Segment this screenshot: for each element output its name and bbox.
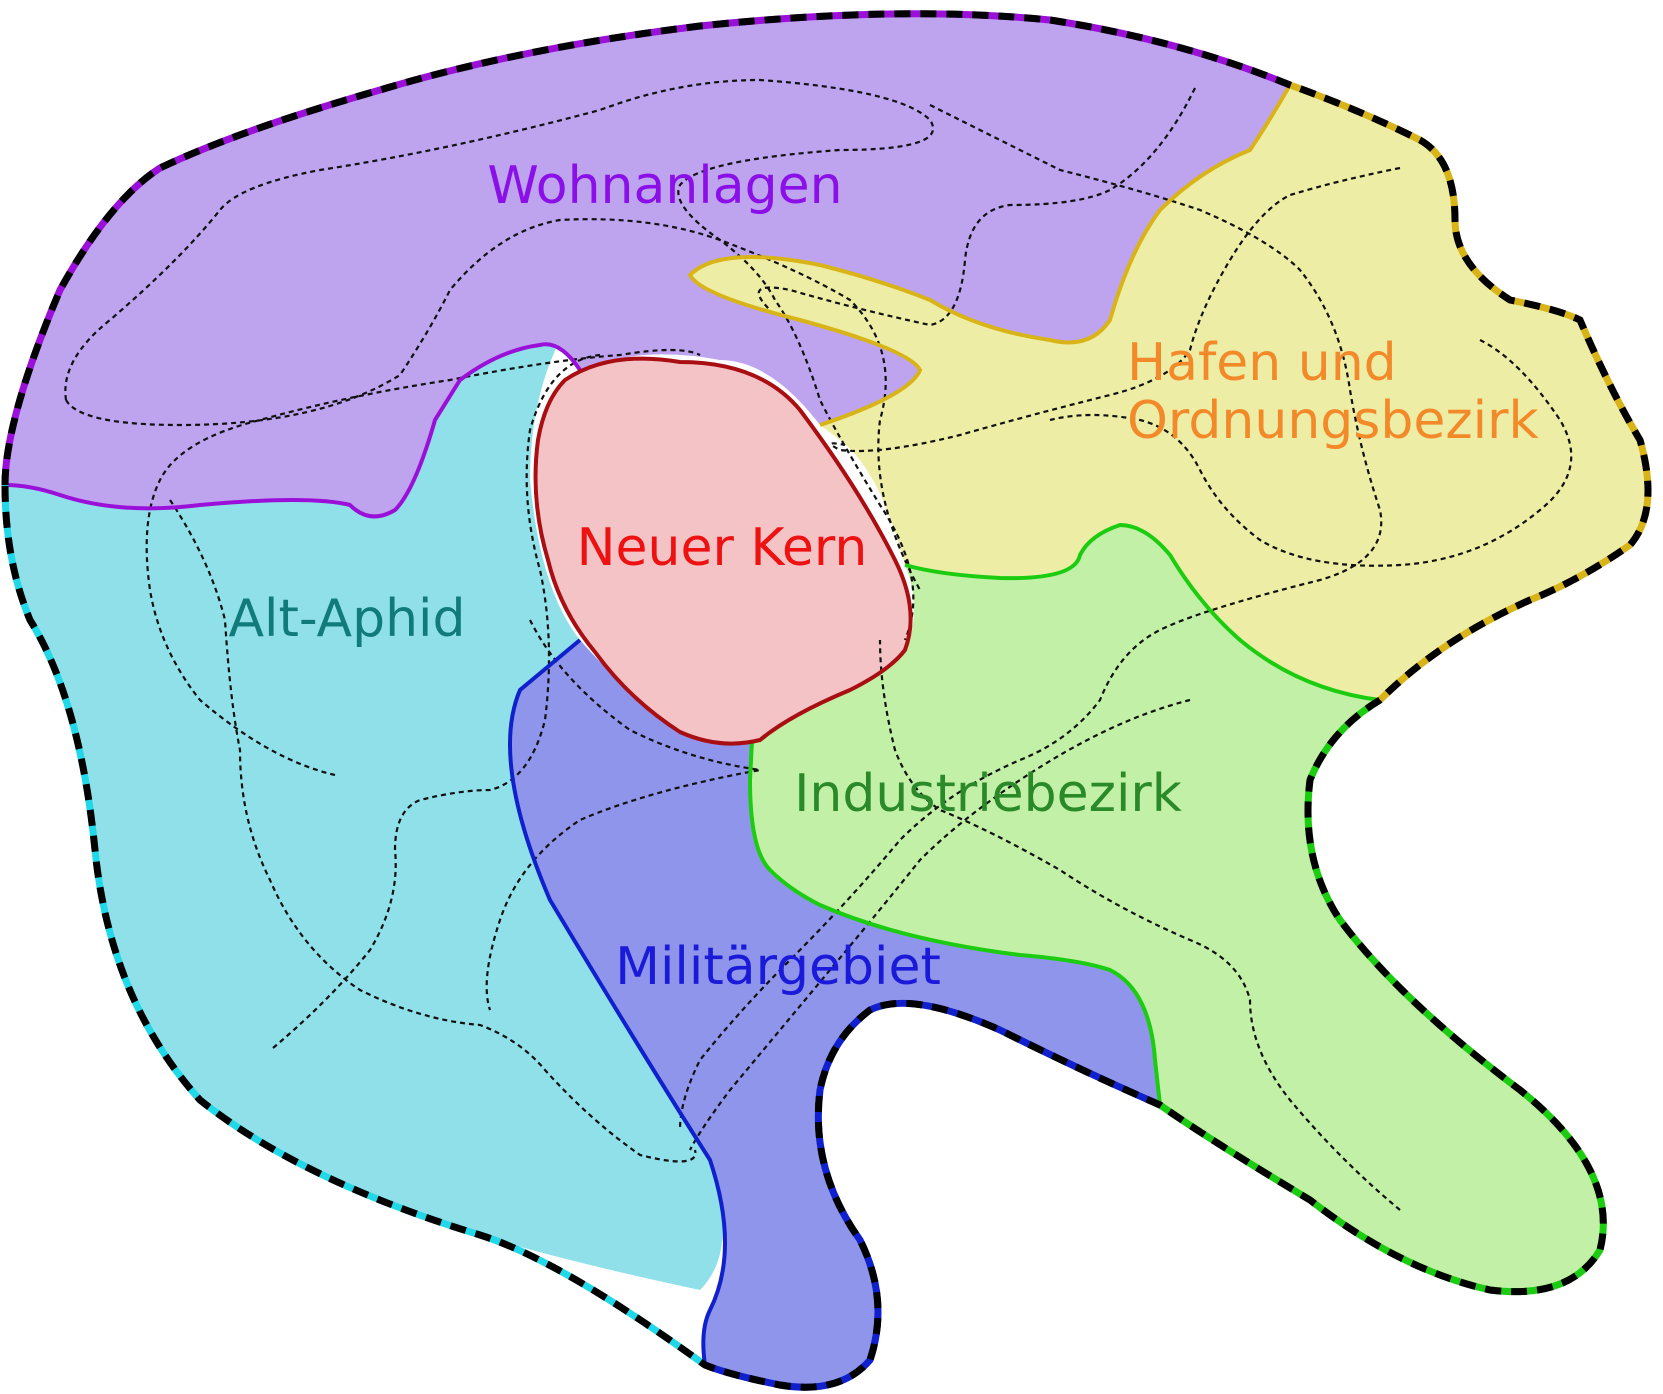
label-hafen-line-2: Ordnungsbezirk: [1127, 391, 1539, 451]
street: [878, 639, 1401, 1211]
label-militaergebiet: Militärgebiet: [615, 937, 941, 997]
street: [1049, 339, 1573, 567]
district-wohnanlagen-area[interactable]: [5, 13, 1290, 517]
street: [830, 166, 1401, 453]
district-neuer-kern-area[interactable]: [535, 358, 911, 744]
street: [485, 619, 761, 1011]
street: [64, 78, 935, 641]
boundary-industriebezirk-militaer: [747, 739, 1162, 1106]
label-alt-aphid: Alt-Aphid: [228, 589, 465, 649]
boundary-industriebezirk-hafen: [904, 522, 1381, 702]
label-hafen-line-1: Hafen und: [1127, 333, 1397, 393]
city-border: [1, 10, 1652, 1391]
street-network: [64, 78, 1573, 1211]
street: [689, 698, 1191, 1151]
district-hafen-area[interactable]: [690, 85, 1648, 700]
district-industriebezirk-area[interactable]: [750, 525, 1604, 1292]
label-industriebezirk: Industriebezirk: [794, 764, 1182, 824]
street: [678, 104, 1383, 1131]
label-hafen-und-ordnungsbezirk: Hafen und Ordnungsbezirk: [1127, 333, 1539, 451]
district-militaergebiet-area[interactable]: [510, 640, 1160, 1388]
boundary-hafen: [687, 84, 1292, 427]
label-wohnanlagen: Wohnanlagen: [487, 156, 842, 216]
street: [272, 353, 601, 1049]
label-neuer-kern: Neuer Kern: [577, 518, 868, 578]
boundary-neuer-kern: [533, 356, 913, 746]
boundary-militaer-altaphid: [508, 638, 727, 1366]
street: [169, 499, 697, 1163]
boundary-wohnanlagen-altaphid: [4, 342, 582, 519]
